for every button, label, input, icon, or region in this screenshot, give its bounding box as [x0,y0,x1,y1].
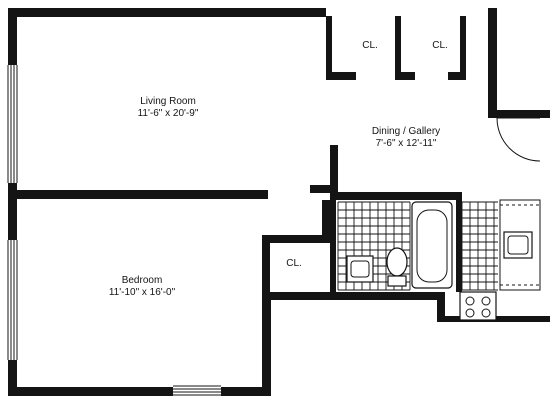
bathroom-sink [346,255,374,283]
left-windows [6,65,20,360]
dining-gallery-label: Dining / Gallery 7'-6" x 12'-11" [351,126,461,150]
entry-door [496,117,541,162]
bottom-window [173,384,221,398]
bedroom-label: Bedroom 11'-10" x 16'-0" [92,275,192,299]
closet-label-2: CL. [432,40,448,51]
bathtub [411,201,453,289]
living-room-name: Living Room [140,96,196,107]
dining-gallery-dimensions: 7'-6" x 12'-11" [375,138,437,149]
living-room-dimensions: 11'-6" x 20'-9" [137,108,199,119]
kitchen-tile-grid [461,201,498,291]
living-room-label: Living Room 11'-6" x 20'-9" [118,96,218,120]
stove [459,291,497,321]
kitchen-counter [499,199,541,291]
closet-label-1: CL. [362,40,378,51]
kitchen-sink [503,231,533,259]
toilet [386,247,408,287]
interior-walls [8,16,466,295]
bedroom-name: Bedroom [121,275,163,286]
closet-label-3: CL. [286,258,302,269]
bedroom-dimensions: 11'-10" x 16'-0" [108,287,176,298]
dining-gallery-name: Dining / Gallery [371,126,441,137]
